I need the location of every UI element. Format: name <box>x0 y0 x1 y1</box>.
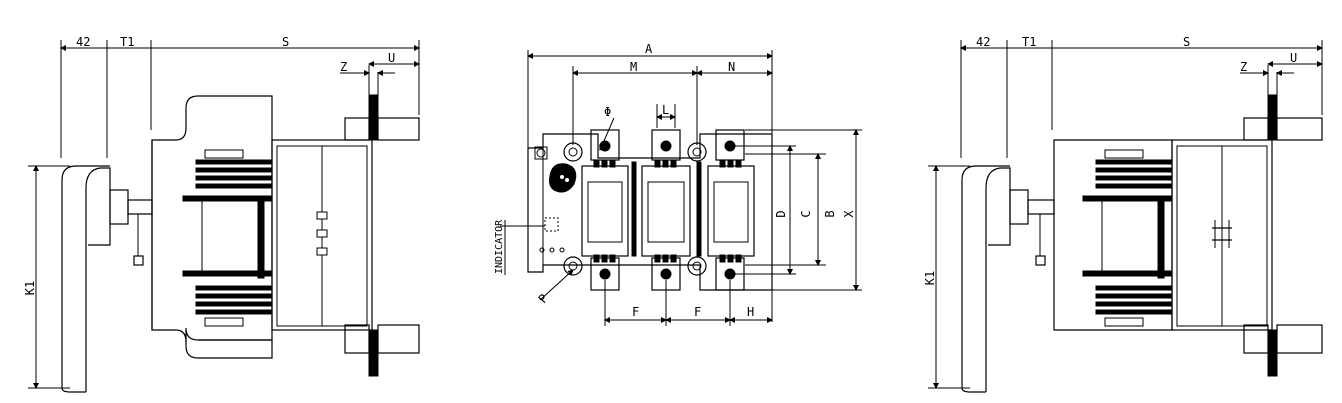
dim-c-label: C <box>799 210 813 217</box>
dim-phi-label: Φ <box>604 105 611 119</box>
terminal-bar-top <box>368 94 379 141</box>
operator-box-right <box>1171 139 1273 331</box>
dim-d-label: D <box>774 210 788 217</box>
right-side-view: 42 T1 S U Z K1 <box>923 35 1323 393</box>
switch-front-body <box>527 133 773 291</box>
dim-u-label-right: U <box>1290 51 1297 65</box>
pole-2 <box>641 129 691 291</box>
dim-l-label: L <box>662 103 669 117</box>
pole-1 <box>581 129 629 291</box>
dim-k1-label-right: K1 <box>923 271 937 285</box>
terminal-bar-bottom <box>368 329 379 377</box>
dim-f2-label: F <box>694 305 701 319</box>
handle <box>85 167 111 392</box>
pole-3 <box>707 129 755 291</box>
dim-f1-label: F <box>632 305 639 319</box>
dim-s-label-right: S <box>1183 35 1190 49</box>
left-side-view: 42 T1 S U Z K1 <box>23 35 420 393</box>
dim-k1-label: K1 <box>23 281 37 295</box>
contact-stack <box>182 149 273 327</box>
handle-right <box>985 167 1011 392</box>
padlock-small <box>133 255 144 266</box>
dim-u-label: U <box>388 51 395 65</box>
dim-n-label: N <box>728 60 735 74</box>
dim-b-label: B <box>823 210 837 217</box>
dim-42-label-right: 42 <box>976 35 990 49</box>
dim-x-label: X <box>842 210 856 218</box>
front-view: A M N L Φ INDICATOR <box>494 42 862 326</box>
dim-m-label: M <box>630 60 637 74</box>
dim-h-label: H <box>747 305 754 319</box>
dim-42-label: 42 <box>76 35 90 49</box>
indicator-window <box>544 217 559 232</box>
dim-a-label: A <box>645 42 653 56</box>
indicator-label: INDICATOR <box>494 219 505 274</box>
dim-t1-label: T1 <box>120 35 134 49</box>
dim-s-label: S <box>282 35 289 49</box>
dim-z-label-right: Z <box>1240 60 1247 74</box>
operator-box <box>271 139 373 331</box>
dim-t1-label-right: T1 <box>1022 35 1036 49</box>
dim-p-label: P <box>536 291 551 306</box>
contact-stack-right <box>1082 149 1173 327</box>
dim-z-label: Z <box>340 60 347 74</box>
